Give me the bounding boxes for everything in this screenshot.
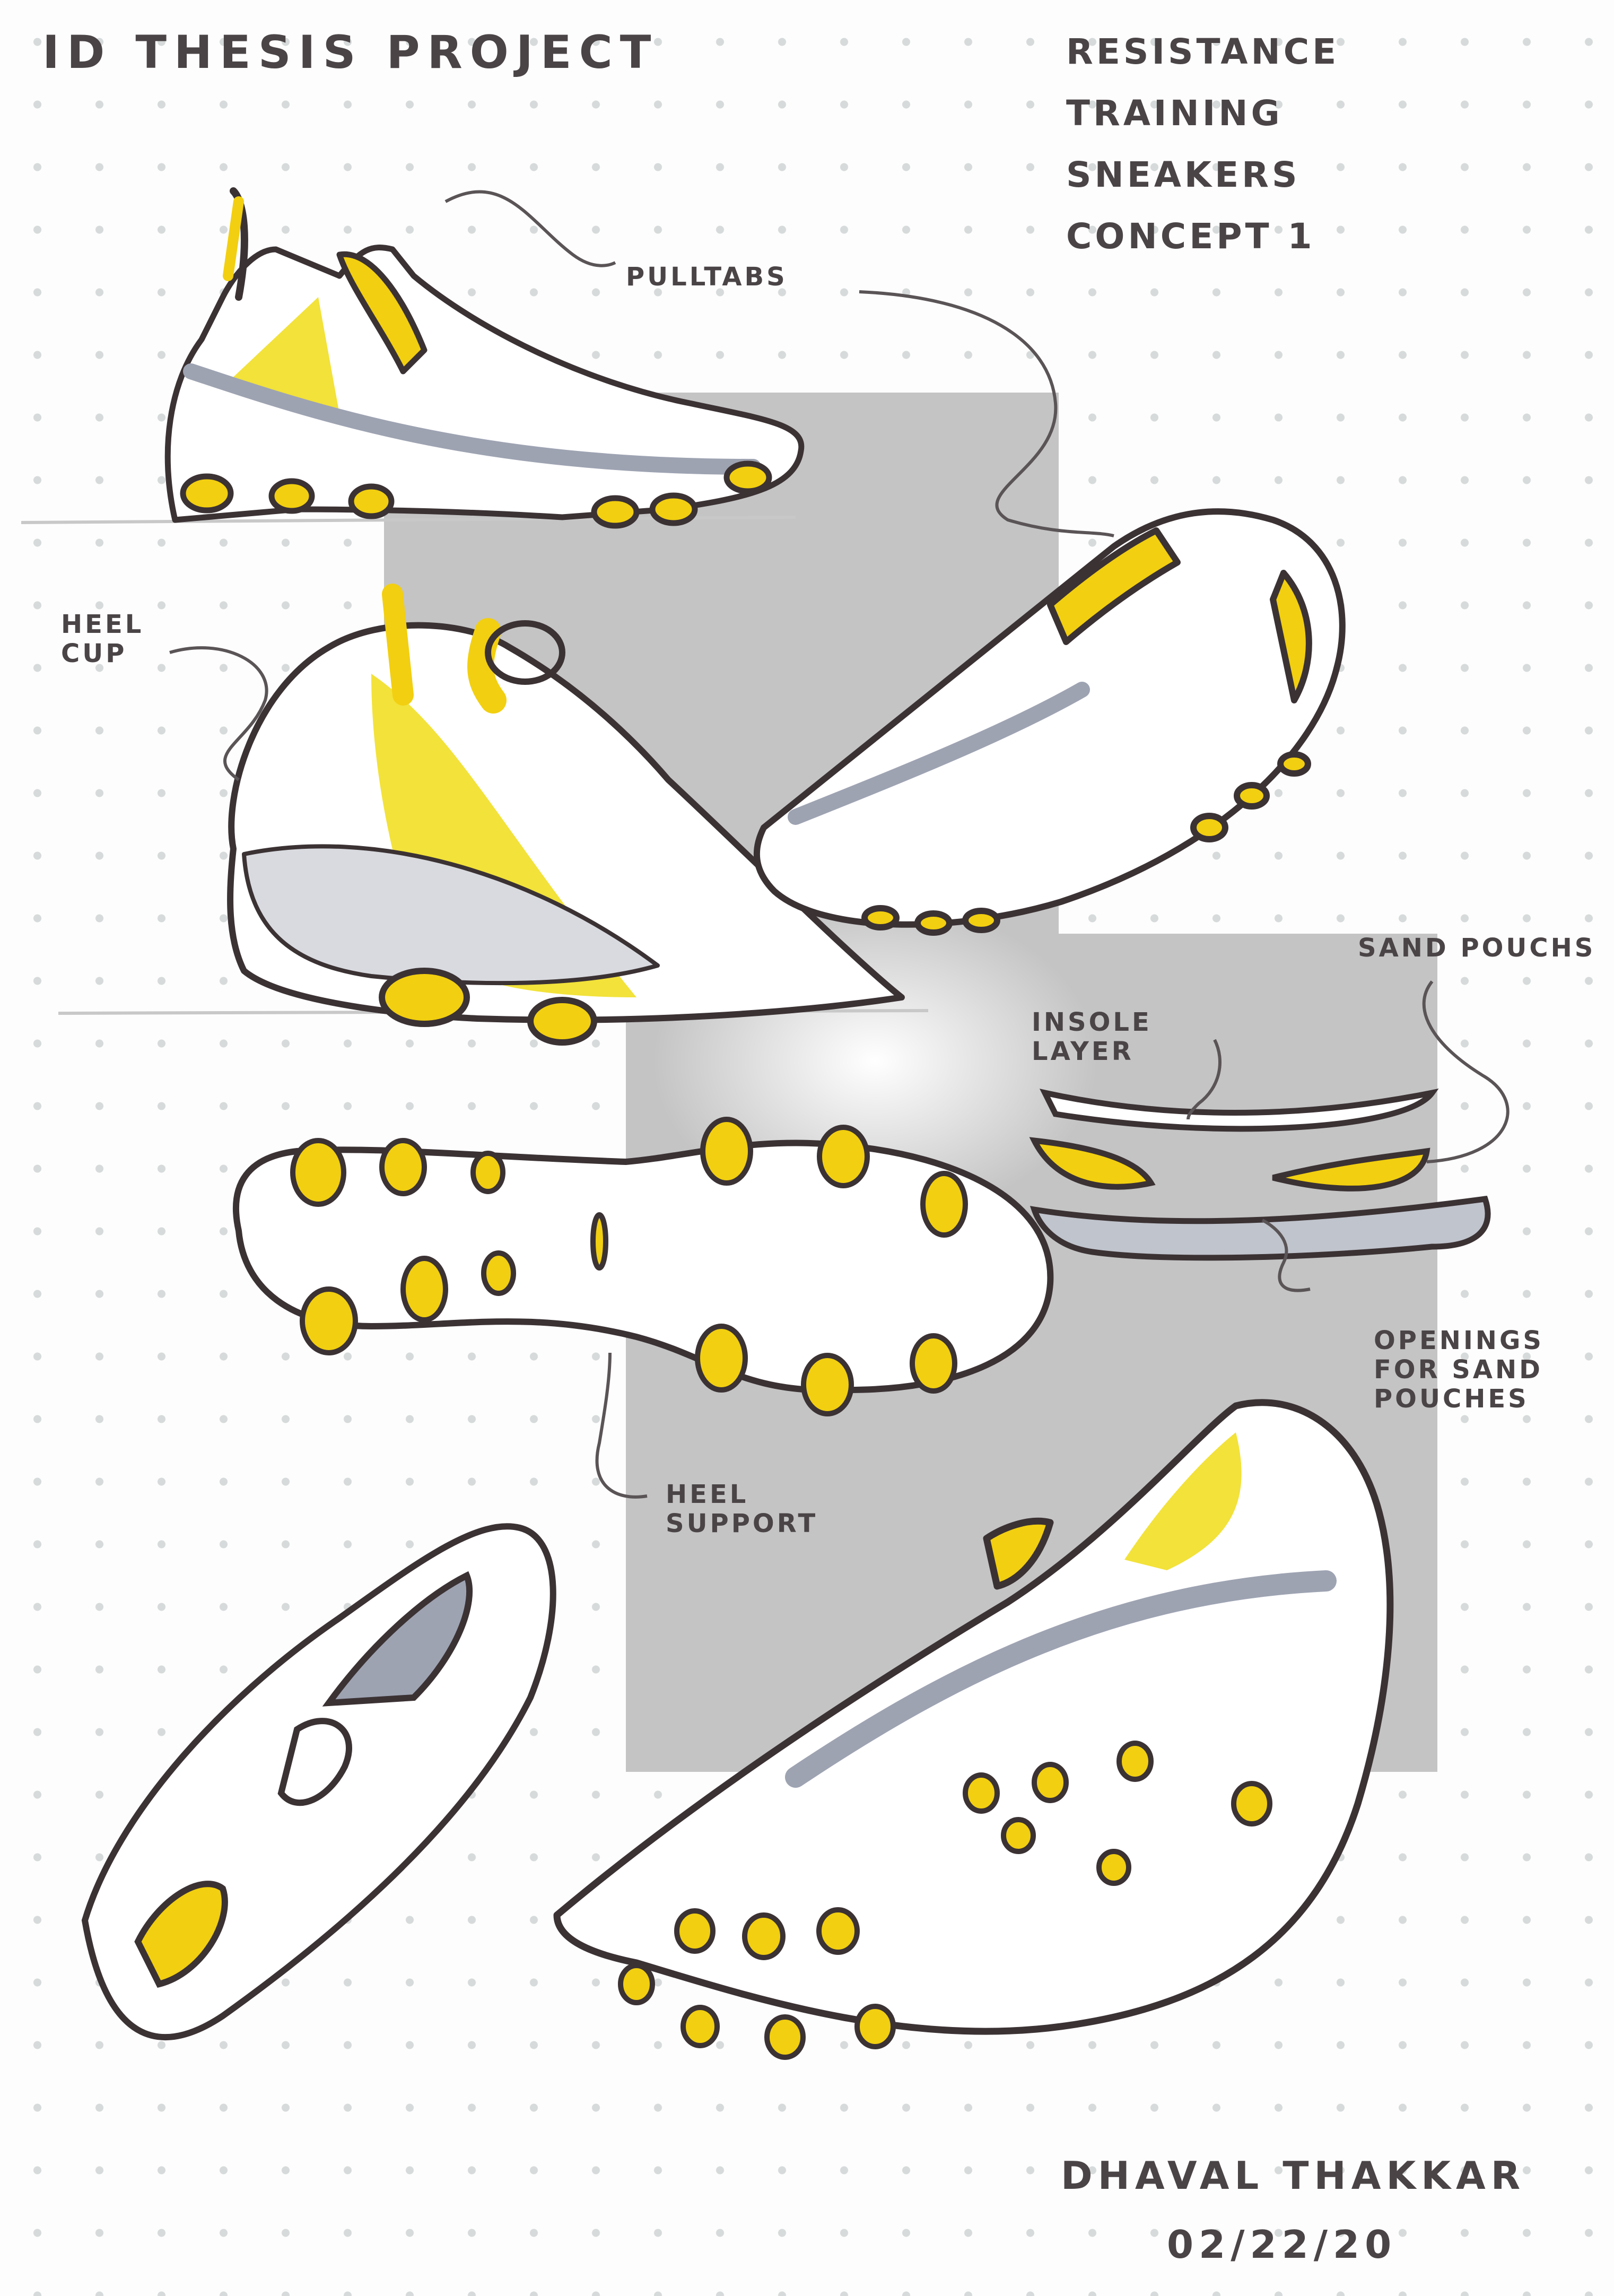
concept-title-block: RESISTANCE TRAINING SNEAKERS CONCEPT 1 (1066, 32, 1339, 257)
bottom-three-quarter-view (553, 1399, 1394, 2060)
concept-line: SNEAKERS (1066, 154, 1301, 195)
sheet-date: 02/22/20 (1167, 2222, 1397, 2267)
concept-line: TRAINING (1066, 92, 1283, 134)
author-signature: DHAVAL THAKKAR (1061, 2153, 1526, 2198)
outsole-view (233, 1117, 1054, 1416)
front-three-quarter-view (753, 508, 1346, 936)
sheet-title: ID THESIS PROJECT (42, 26, 659, 79)
callout-openings-for-sand-pouches: OPENINGS FOR SAND POUCHES (1374, 1326, 1544, 1414)
exploded-sole-view (1029, 1088, 1491, 1261)
callout-leaders (169, 190, 1510, 1499)
callout-heel-support: HEEL SUPPORT (666, 1480, 818, 1539)
concept-line: RESISTANCE (1066, 31, 1340, 72)
concept-line: CONCEPT 1 (1066, 215, 1315, 257)
callout-heel-cup: HEEL CUP (61, 610, 144, 669)
callout-insole-layer: INSOLE LAYER (1032, 1007, 1152, 1067)
side-view (164, 187, 805, 529)
rear-three-quarter-view (227, 584, 905, 1046)
callout-sand-pouches: SAND POUCHS (1358, 933, 1596, 963)
insole-top-view (81, 1523, 556, 2041)
callout-pulltabs: PULLTABS (626, 262, 788, 292)
